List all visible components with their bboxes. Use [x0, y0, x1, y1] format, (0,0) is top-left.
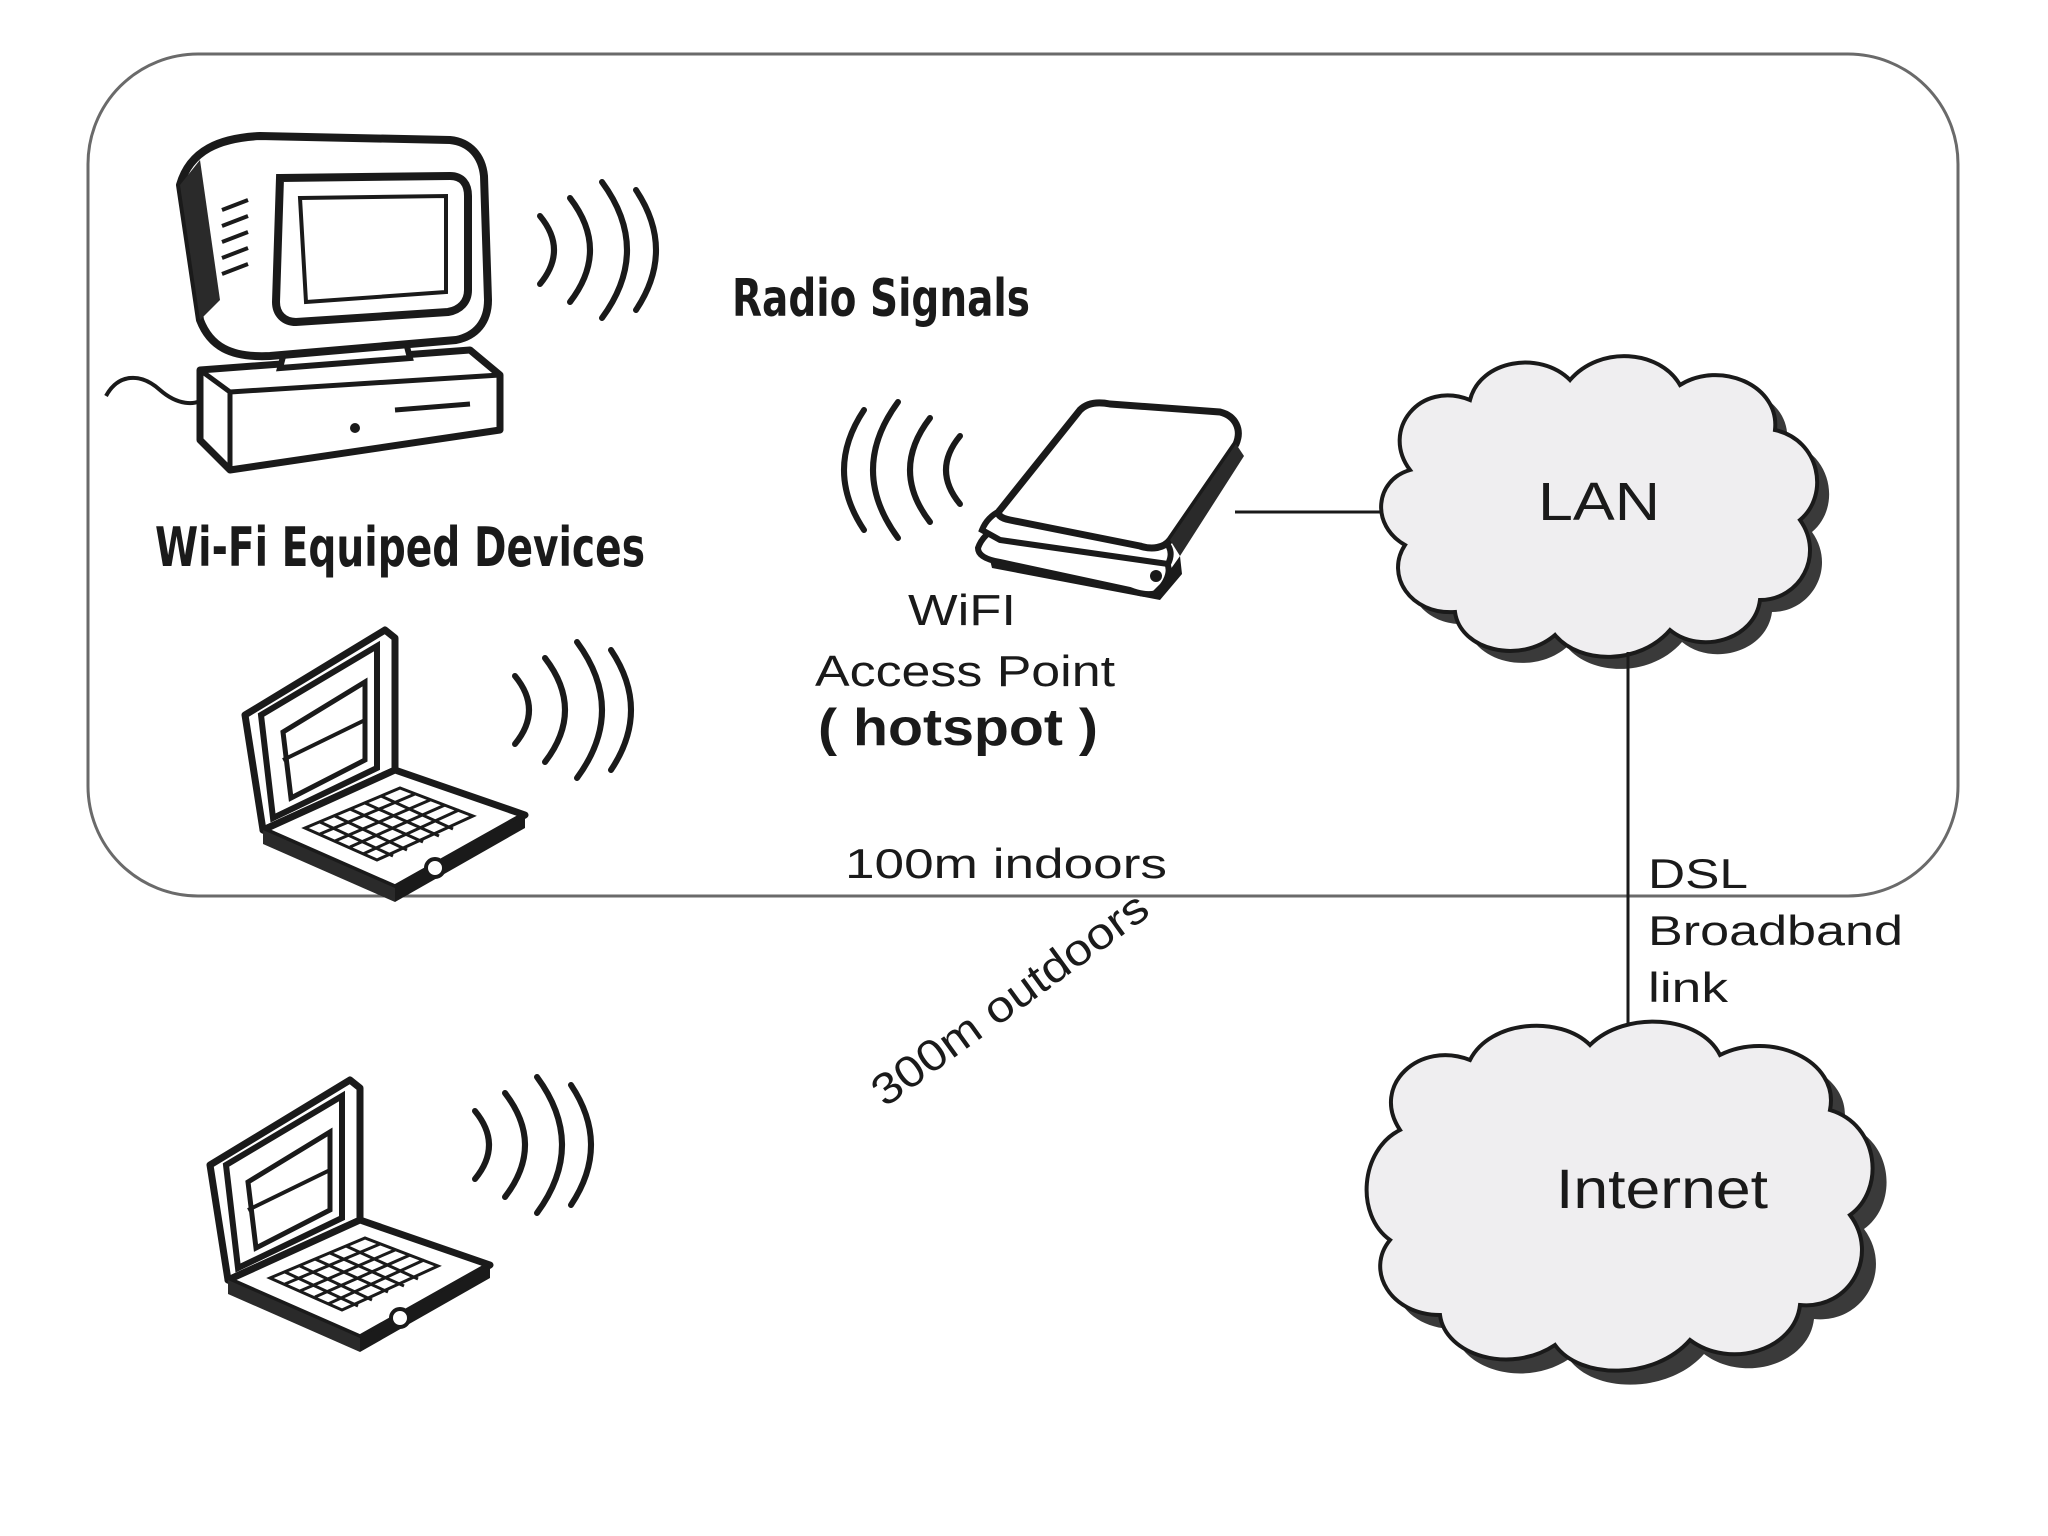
- indoor-coverage-boundary: [86, 52, 1960, 898]
- cloud-icon: [1379, 354, 1830, 669]
- wifi-devices-label: Wi-Fi Equiped Devices: [155, 516, 645, 579]
- dsl-label-line1: DSL: [1648, 850, 1748, 897]
- outdoor-range-label: 300m outdoors: [862, 882, 1158, 1116]
- lan-label: LAN: [1538, 472, 1660, 532]
- dsl-label-line2: Broadband: [1648, 907, 1903, 954]
- ap-label-line2: Access Point: [815, 647, 1115, 696]
- cloud-icon: [1364, 1019, 1887, 1385]
- internet-label: Internet: [1556, 1157, 1768, 1220]
- laptop-icon: [206, 1076, 494, 1352]
- laptop-icon: [241, 626, 529, 902]
- desktop-computer-icon: [104, 132, 504, 474]
- dsl-label-line3: link: [1648, 964, 1729, 1011]
- radio-waves-icon: [512, 639, 634, 781]
- wifi-access-point-icon: [974, 399, 1244, 600]
- radio-signals-label: Radio Signals: [732, 269, 1030, 329]
- radio-waves-icon: [841, 399, 963, 541]
- radio-waves-icon: [537, 179, 659, 321]
- indoor-range-label: 100m indoors: [845, 840, 1167, 887]
- ap-label-line3: ( hotspot ): [818, 699, 1098, 757]
- radio-waves-icon: [472, 1074, 594, 1216]
- ap-label-line1: WiFI: [908, 586, 1016, 635]
